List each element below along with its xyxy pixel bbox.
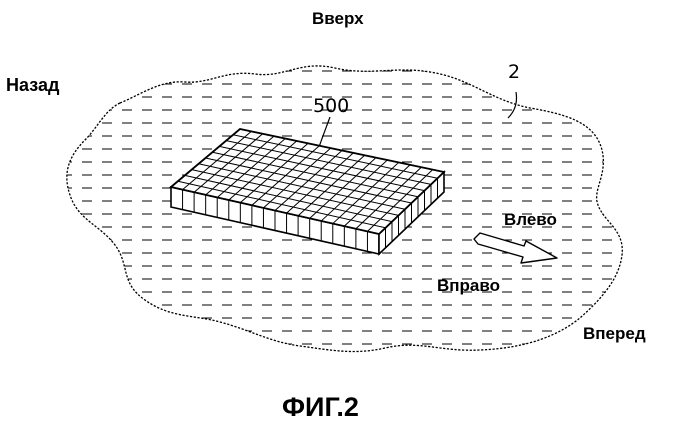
label-forward: Вперед xyxy=(583,325,646,342)
figure-caption: ФИГ.2 xyxy=(282,394,359,421)
reference-2: 2 xyxy=(508,63,520,82)
reference-500: 500 xyxy=(313,97,349,116)
label-up: Вверх xyxy=(312,10,364,27)
label-right: Вправо xyxy=(437,277,500,294)
label-left: Влево xyxy=(504,211,557,228)
label-back: Назад xyxy=(6,76,59,94)
